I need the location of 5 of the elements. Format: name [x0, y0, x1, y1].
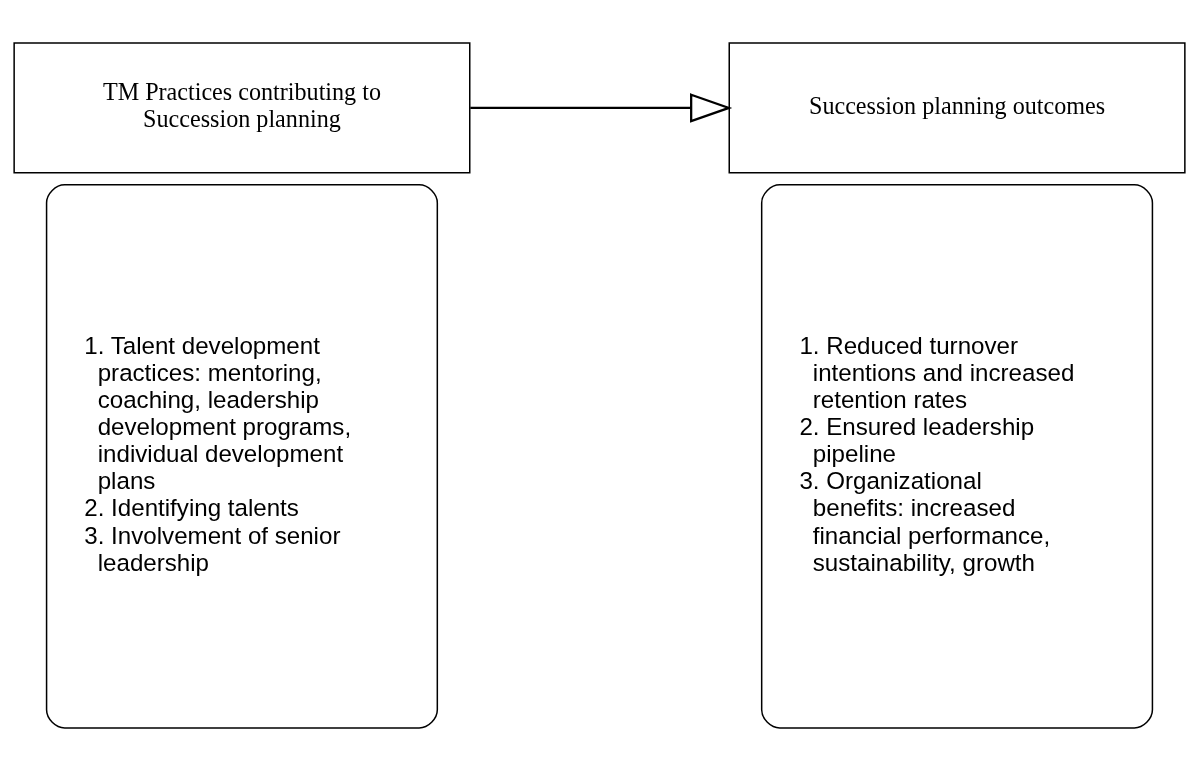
arrow [470, 93, 733, 123]
node-box: Succession planning outcomes [728, 42, 1186, 174]
node-box: 1. Talent development practices: mentoring, coaching, leadership development programs, individual development plans 2. Identifying talents 3. Involvement of senior leadership [45, 184, 439, 729]
node-box: TM Practices contributing to Succession planning [13, 42, 471, 174]
node-box: 1. Reduced turnover intentions and increased retention rates 2. Ensured leadership pipeline 3. Organizational benefits: increased financial performance, sustainability, growth [760, 184, 1154, 729]
